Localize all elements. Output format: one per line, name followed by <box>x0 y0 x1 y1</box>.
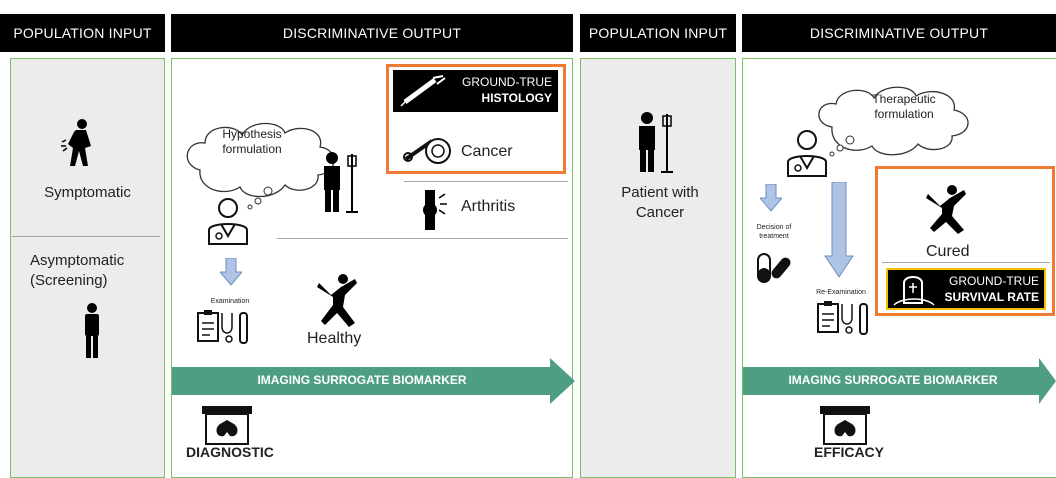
patient-with-label: Patient with <box>621 184 699 201</box>
arthritis-label: Arthritis <box>461 198 516 215</box>
header-left-discriminative-output: DISCRIMINATIVE OUTPUT <box>171 14 573 52</box>
left-xray-monitor-icon <box>202 406 252 445</box>
header-right-population-input: POPULATION INPUT <box>580 14 736 52</box>
ground-true-histology-badge: GROUND-TRUE HISTOLOGY <box>393 70 558 112</box>
right-xray-monitor-icon <box>820 406 870 445</box>
examination-tools-icon <box>197 310 248 344</box>
gt-histology-line1: GROUND-TRUE <box>462 75 552 89</box>
symptomatic-person-icon <box>61 119 91 166</box>
cancer-patient-iv-icon <box>639 112 673 173</box>
gt-survival-line1: GROUND-TRUE <box>949 274 1039 288</box>
healthy-label: Healthy <box>307 330 362 347</box>
header-left-population-input: POPULATION INPUT <box>0 14 165 52</box>
asymptomatic-label: Asymptomatic <box>30 252 125 269</box>
iv-patient-icon <box>324 152 358 213</box>
header-right-discriminative-output: DISCRIMINATIVE OUTPUT <box>742 14 1056 52</box>
bone-cell-icon <box>403 138 451 164</box>
healthy-jumping-icon <box>317 274 357 327</box>
decision-down-arrow <box>760 184 782 212</box>
symptomatic-label: Symptomatic <box>44 184 131 201</box>
input-divider <box>12 236 160 237</box>
efficacy-label: EFFICACY <box>814 444 884 460</box>
syringe-icon <box>400 75 446 107</box>
reexam-tools-icon <box>817 301 868 335</box>
right-biomarker-arrow <box>743 358 1056 404</box>
right-biomarker-label: IMAGING SURROGATE BIOMARKER <box>788 373 998 387</box>
gravestone-icon <box>893 276 935 306</box>
doctor-icon <box>208 198 248 245</box>
ground-true-survival-badge: GROUND-TRUE SURVIVAL RATE <box>886 268 1046 310</box>
arthritis-divider <box>277 238 568 239</box>
pill-capsule-icon <box>757 253 791 283</box>
therapeutic-cloud <box>818 86 969 157</box>
left-input-panel <box>10 58 165 478</box>
asymptomatic-person-icon <box>85 303 99 358</box>
reexamination-long-arrow <box>824 182 854 278</box>
left-biomarker-label: IMAGING SURROGATE BIOMARKER <box>257 373 467 387</box>
cancer-label: Cancer <box>461 143 513 160</box>
reexamination-label: Re-Examination <box>816 289 866 296</box>
treatment-label: treatment <box>759 233 789 240</box>
arthritis-joint-icon <box>423 190 447 230</box>
cured-label: Cured <box>926 243 970 260</box>
hypothesis-cloud <box>186 122 335 210</box>
gt-survival-line2: SURVIVAL RATE <box>944 290 1039 304</box>
cured-jumping-icon <box>926 185 966 234</box>
right-doctor-icon <box>787 130 827 177</box>
screening-label: (Screening) <box>30 272 108 289</box>
diagnostic-label: DIAGNOSTIC <box>186 444 274 460</box>
decision-of-label: Decision of <box>756 224 792 231</box>
down-arrow-left <box>220 258 242 286</box>
cancer-divider <box>404 181 568 182</box>
examination-label: Examination <box>210 298 250 305</box>
left-biomarker-arrow <box>172 358 575 404</box>
cured-divider <box>882 262 1050 263</box>
gt-histology-line2: HISTOLOGY <box>481 91 552 105</box>
cancer-patient-label: Cancer <box>635 204 685 221</box>
